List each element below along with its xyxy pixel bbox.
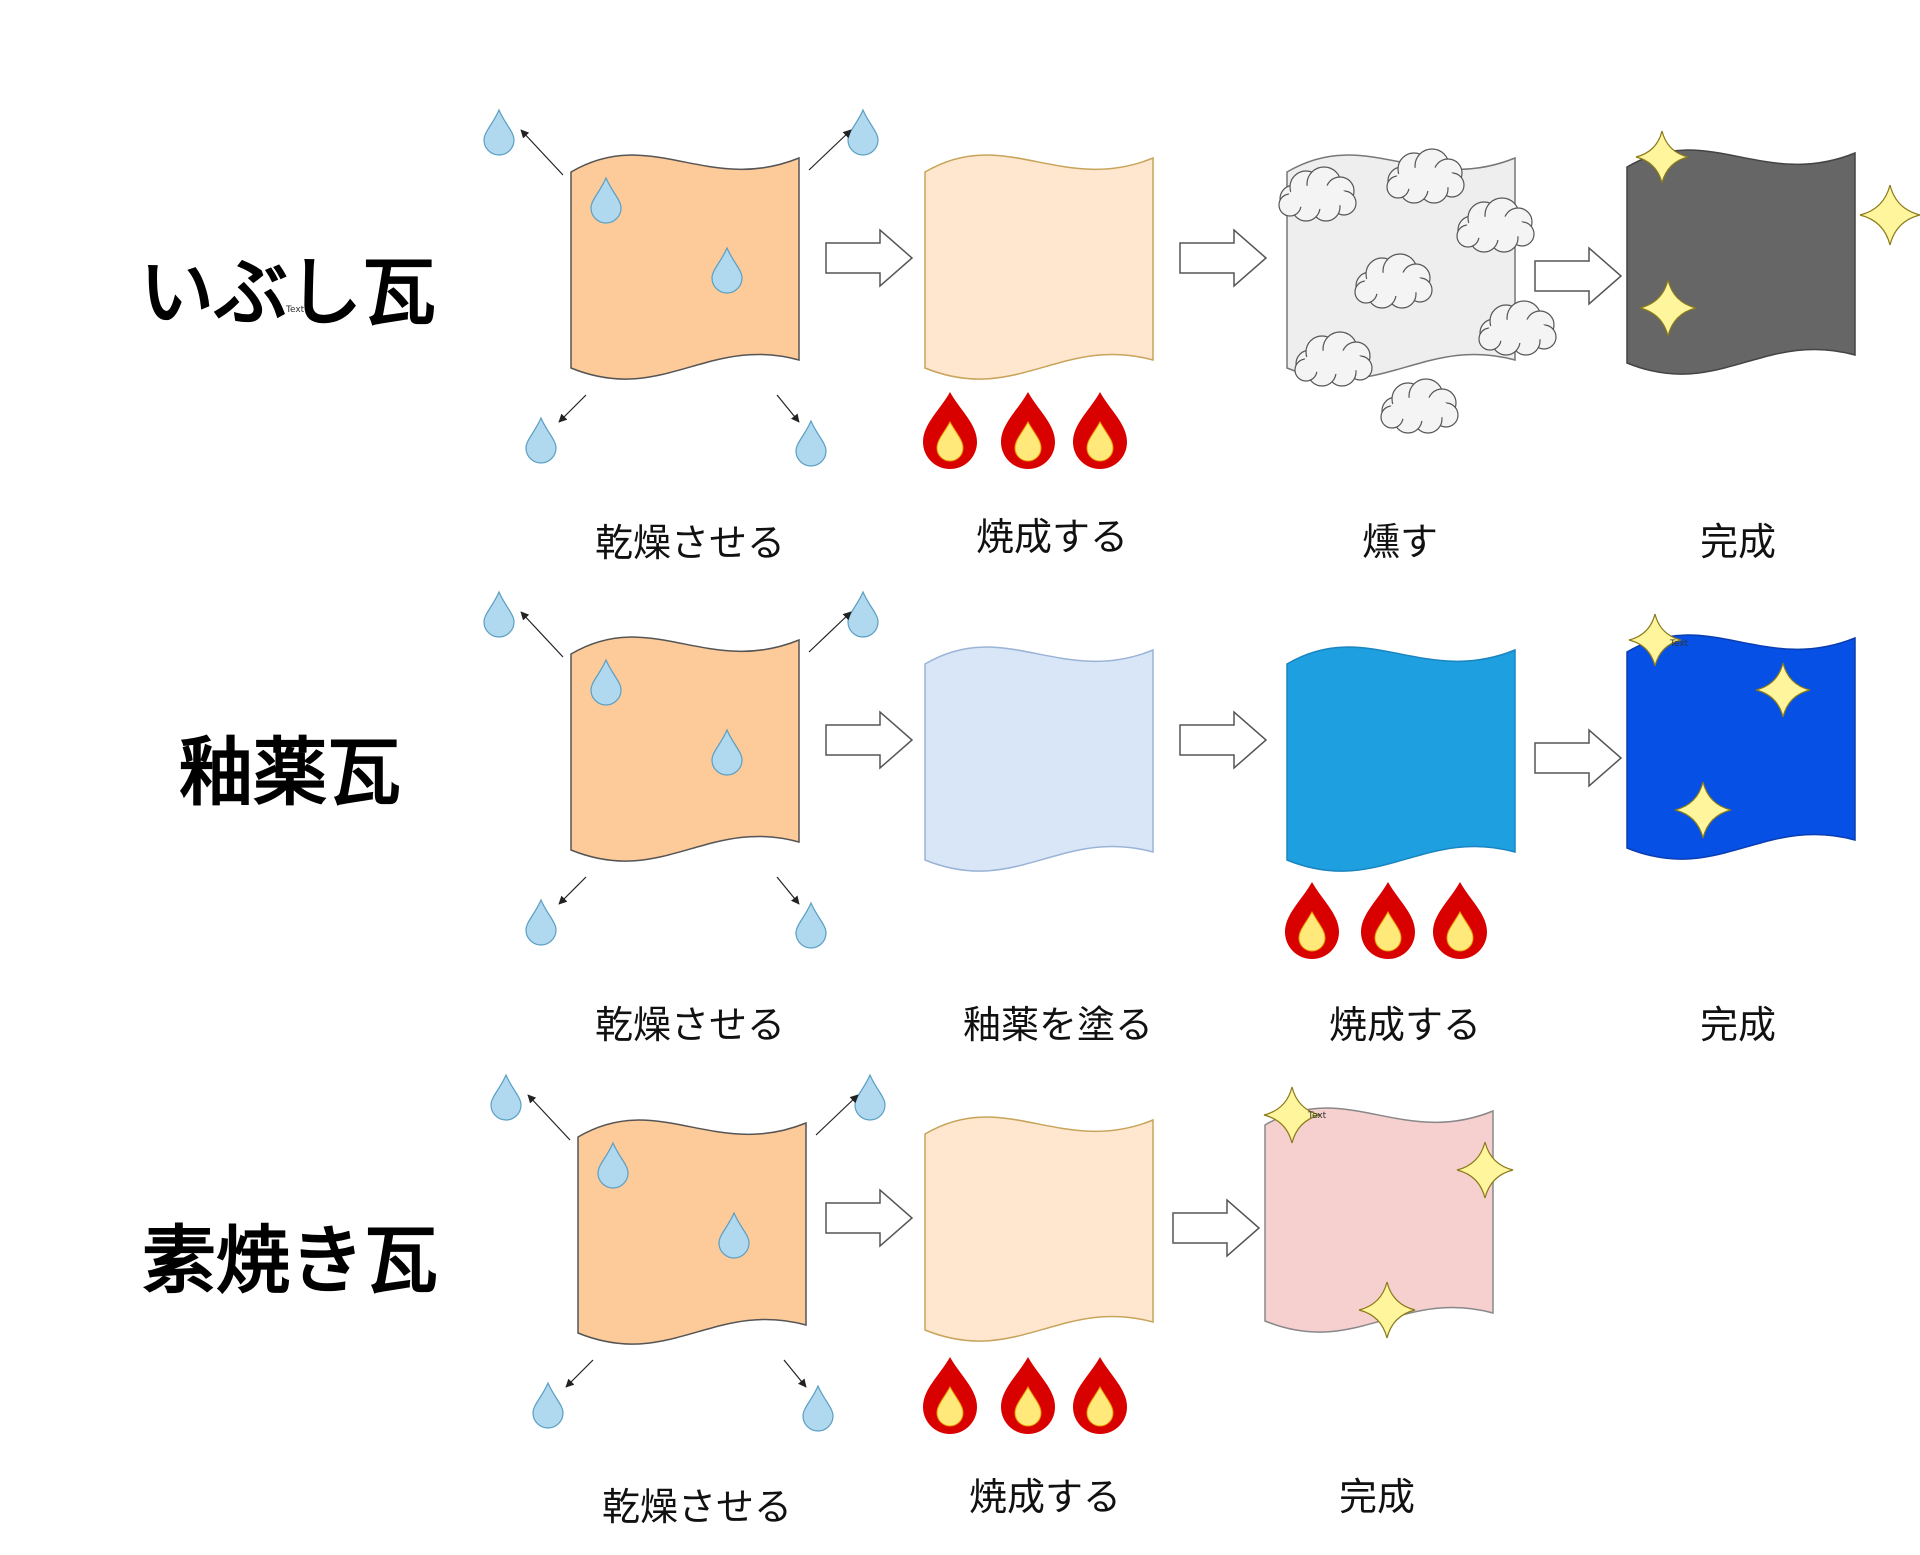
sparkle-icon bbox=[1674, 781, 1732, 839]
fired-tile bbox=[924, 1116, 1154, 1342]
water-drop-icon bbox=[483, 590, 515, 638]
yuyaku-finished-tile bbox=[1626, 634, 1856, 860]
step-label: 完成 bbox=[1700, 1003, 1776, 1047]
arrow-icon bbox=[1179, 228, 1268, 288]
arrow-icon bbox=[825, 710, 914, 770]
flame-icon bbox=[923, 1357, 977, 1434]
cloud-icon bbox=[1386, 148, 1465, 204]
sparkle-icon bbox=[1358, 1281, 1416, 1339]
water-drop-icon bbox=[525, 416, 557, 464]
cloud-icon bbox=[1456, 197, 1535, 253]
water-drop-icon bbox=[718, 1211, 750, 1259]
water-drop-icon bbox=[854, 1073, 886, 1121]
suyaki-finished-tile bbox=[1264, 1107, 1494, 1333]
water-drop-icon bbox=[847, 108, 879, 156]
water-drop-icon bbox=[711, 246, 743, 294]
row-title-ibushi: いぶし瓦 bbox=[140, 250, 436, 336]
drying-tile bbox=[570, 154, 800, 380]
row-title-suyaki: 素焼き瓦 bbox=[142, 1218, 438, 1304]
water-drop-icon bbox=[597, 1141, 629, 1189]
step-label: 釉薬を塗る bbox=[963, 1003, 1153, 1047]
evaporation-arrow bbox=[558, 394, 587, 423]
flame-icon bbox=[1361, 882, 1415, 959]
water-drop-icon bbox=[525, 898, 557, 946]
evaporation-arrow bbox=[815, 1094, 859, 1136]
flame-icon bbox=[1285, 882, 1339, 959]
evaporation-arrow bbox=[808, 129, 852, 171]
evaporation-arrow bbox=[776, 394, 800, 423]
cloud-icon bbox=[1354, 253, 1433, 309]
row-title-yuyaku: 釉薬瓦 bbox=[179, 730, 401, 816]
step-label: 乾燥させる bbox=[595, 1003, 785, 1047]
placeholder-text: Text bbox=[1307, 1111, 1327, 1121]
cloud-icon bbox=[1294, 331, 1373, 387]
flame-icon bbox=[1001, 392, 1055, 469]
evaporation-arrow bbox=[558, 876, 587, 905]
arrow-icon bbox=[825, 228, 914, 288]
sparkle-icon bbox=[1628, 613, 1682, 667]
flame-icon bbox=[1073, 1357, 1127, 1434]
arrow-icon bbox=[825, 1188, 914, 1248]
fired-tile bbox=[924, 154, 1154, 380]
step-label: 乾燥させる bbox=[602, 1485, 792, 1529]
flame-icon bbox=[923, 392, 977, 469]
evaporation-arrow bbox=[783, 1359, 807, 1388]
step-label: 焼成する bbox=[969, 1475, 1121, 1519]
water-drop-icon bbox=[795, 419, 827, 467]
evaporation-arrow bbox=[527, 1094, 571, 1141]
step-label: 燻す bbox=[1362, 520, 1438, 564]
water-drop-icon bbox=[590, 176, 622, 224]
water-drop-icon bbox=[847, 590, 879, 638]
water-drop-icon bbox=[590, 658, 622, 706]
sparkle-icon bbox=[1859, 184, 1920, 246]
arrow-icon bbox=[1179, 710, 1268, 770]
arrow-icon bbox=[1172, 1198, 1261, 1258]
sparkle-icon bbox=[1263, 1086, 1321, 1144]
evaporation-arrow bbox=[776, 876, 800, 905]
placeholder-text: Text bbox=[1669, 639, 1689, 649]
step-label: 乾燥させる bbox=[595, 521, 785, 565]
ibushi-finished-tile bbox=[1626, 149, 1856, 375]
step-label: 完成 bbox=[1700, 520, 1776, 564]
arrow-icon bbox=[1534, 728, 1623, 788]
sparkle-icon bbox=[1635, 130, 1689, 184]
flame-icon bbox=[1433, 882, 1487, 959]
cloud-icon bbox=[1278, 166, 1357, 222]
water-drop-icon bbox=[795, 901, 827, 949]
step-label: 完成 bbox=[1339, 1475, 1415, 1519]
water-drop-icon bbox=[802, 1384, 834, 1432]
cloud-icon bbox=[1478, 300, 1557, 356]
glazed-fired-tile bbox=[1286, 646, 1516, 872]
sparkle-icon bbox=[1456, 1141, 1514, 1199]
evaporation-arrow bbox=[808, 611, 852, 653]
water-drop-icon bbox=[532, 1381, 564, 1429]
evaporation-arrow bbox=[520, 129, 564, 176]
water-drop-icon bbox=[483, 108, 515, 156]
placeholder-text: Text bbox=[285, 305, 305, 315]
water-drop-icon bbox=[490, 1073, 522, 1121]
step-label: 焼成する bbox=[976, 515, 1128, 559]
sparkle-icon bbox=[1639, 279, 1697, 337]
evaporation-arrow bbox=[565, 1359, 594, 1388]
sparkle-icon bbox=[1755, 662, 1811, 718]
drying-tile bbox=[570, 636, 800, 862]
arrow-icon bbox=[1534, 246, 1623, 306]
glaze-coated-tile bbox=[924, 646, 1154, 872]
water-drop-icon bbox=[711, 728, 743, 776]
drying-tile bbox=[577, 1119, 807, 1345]
step-label: 焼成する bbox=[1329, 1003, 1481, 1047]
cloud-icon bbox=[1380, 378, 1459, 434]
flame-icon bbox=[1001, 1357, 1055, 1434]
evaporation-arrow bbox=[520, 611, 564, 658]
flame-icon bbox=[1073, 392, 1127, 469]
